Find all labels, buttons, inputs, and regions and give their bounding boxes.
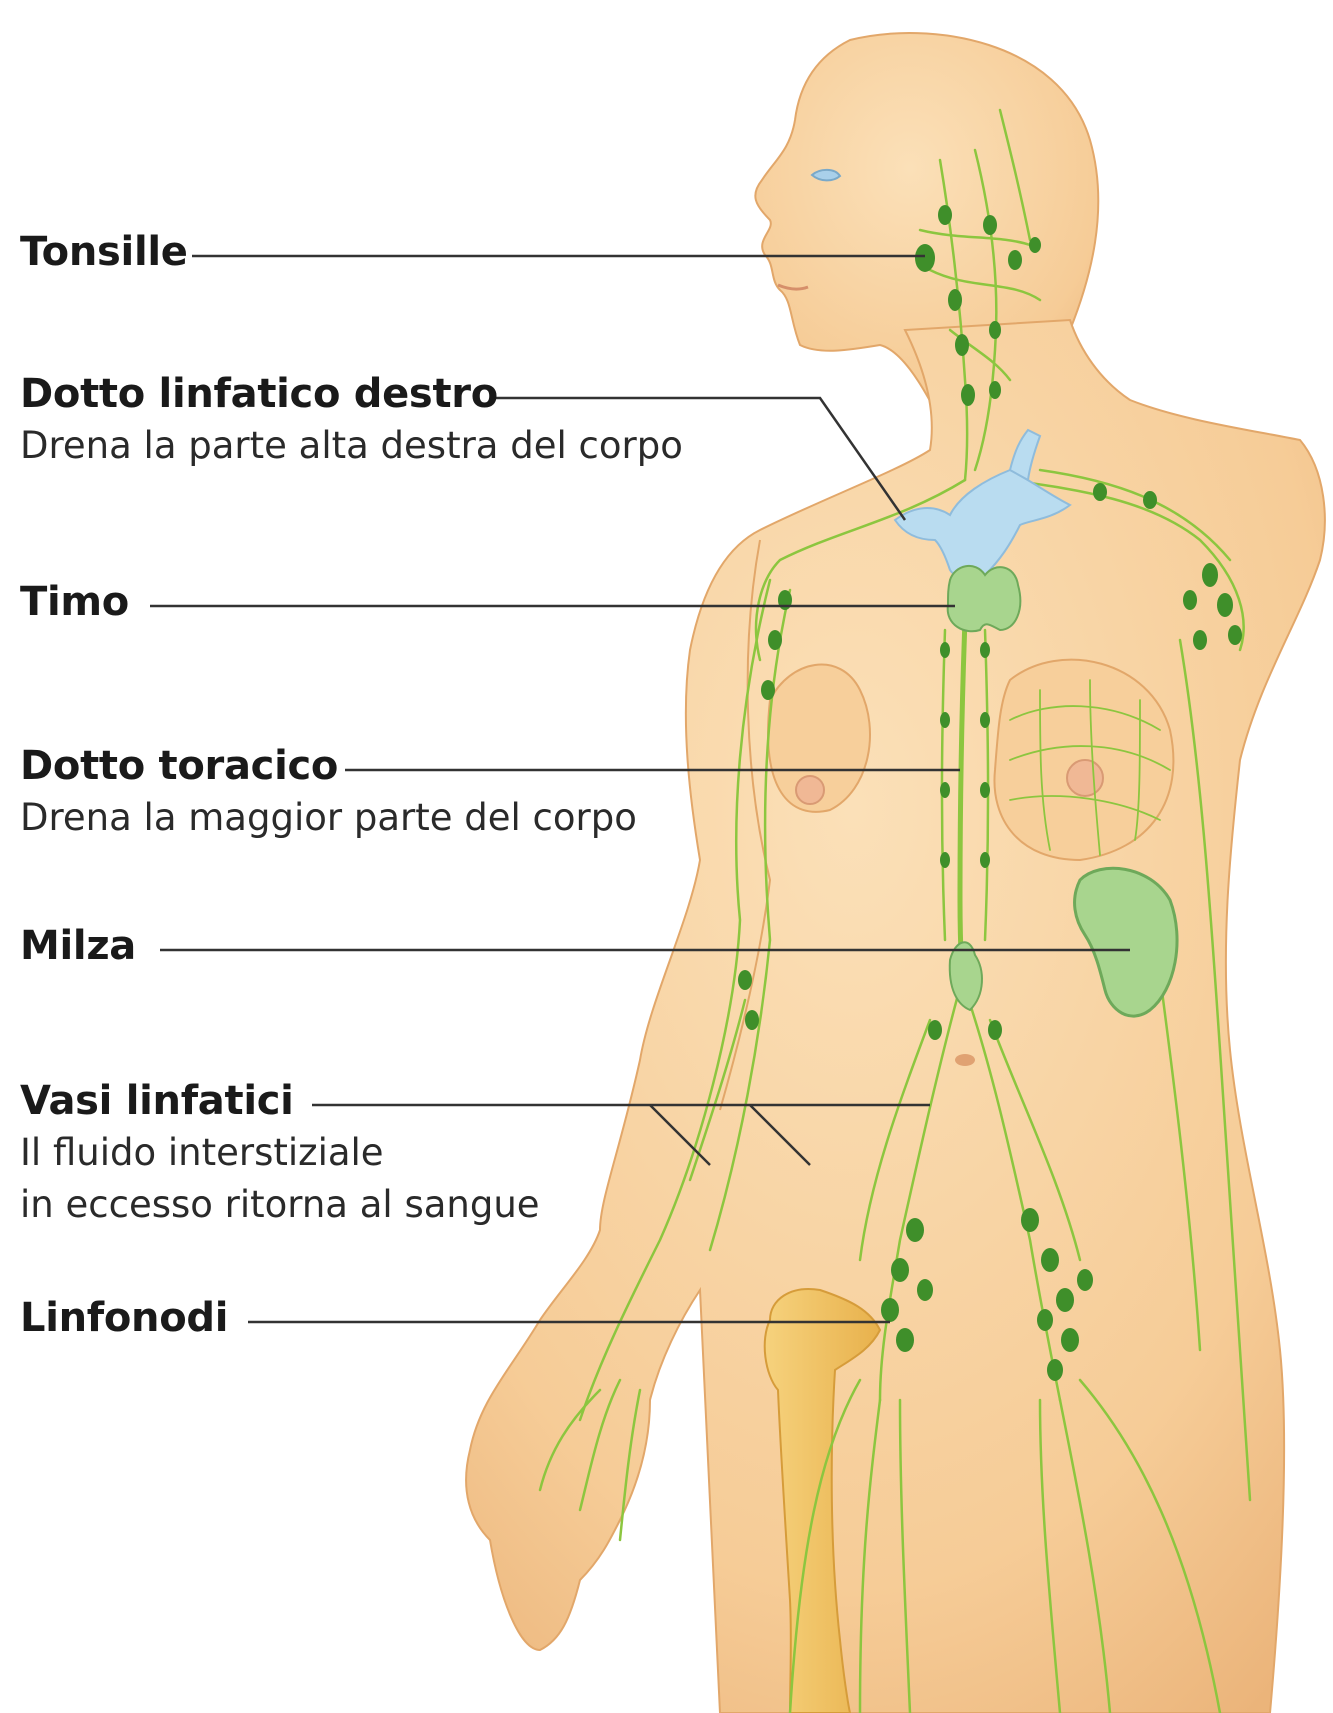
label-title: Dotto linfatico destro (20, 371, 498, 417)
spleen (1073, 866, 1179, 1018)
label-linfonodi: Linfonodi (20, 1294, 228, 1342)
label-title: Milza (20, 923, 137, 969)
body-figure (465, 32, 1326, 1713)
lips (777, 283, 809, 291)
label-title: Tonsille (20, 229, 188, 275)
nipple-left (795, 775, 825, 805)
label-title: Linfonodi (20, 1295, 229, 1341)
leader-vasi-branch-2 (749, 1104, 811, 1166)
label-tonsille: Tonsille (20, 228, 188, 276)
label-milza: Milza (20, 922, 136, 970)
leader-dotto-linfatico-destro (496, 396, 907, 521)
label-description-line-1: Il fluido interstiziale (20, 1131, 384, 1174)
jugular-vein (1008, 428, 1042, 482)
thymus (946, 565, 1022, 633)
label-vasi-linfatici: Vasi linfatici Il fluido interstiziale i… (20, 1077, 540, 1233)
label-title: Dotto toracico (20, 743, 339, 789)
label-title: Vasi linfatici (20, 1078, 294, 1124)
label-dotto-toracico: Dotto toracico Drena la maggior parte de… (20, 742, 637, 846)
navel (955, 1054, 975, 1066)
label-description: Drena la maggior parte del corpo (20, 796, 637, 839)
leader-lines (150, 254, 1130, 1324)
nipple-right (1066, 759, 1104, 797)
arm-shadow (719, 539, 772, 1111)
breast-left (767, 663, 871, 813)
label-description: Drena la parte alta destra del corpo (20, 424, 683, 467)
label-dotto-linfatico-destro: Dotto linfatico destro Drena la parte al… (20, 370, 683, 474)
label-title: Timo (20, 579, 129, 625)
label-description-line-2: in eccesso ritorna al sangue (20, 1183, 540, 1226)
leader-vasi-branch-1 (649, 1104, 711, 1166)
torso (465, 318, 1326, 1713)
femur-bone (763, 1288, 882, 1713)
eye (810, 168, 842, 182)
lymph-nodes (738, 205, 1242, 1381)
subclavian-veins (893, 468, 1072, 579)
cisterna-chyli (948, 941, 983, 1012)
label-timo: Timo (20, 578, 129, 626)
